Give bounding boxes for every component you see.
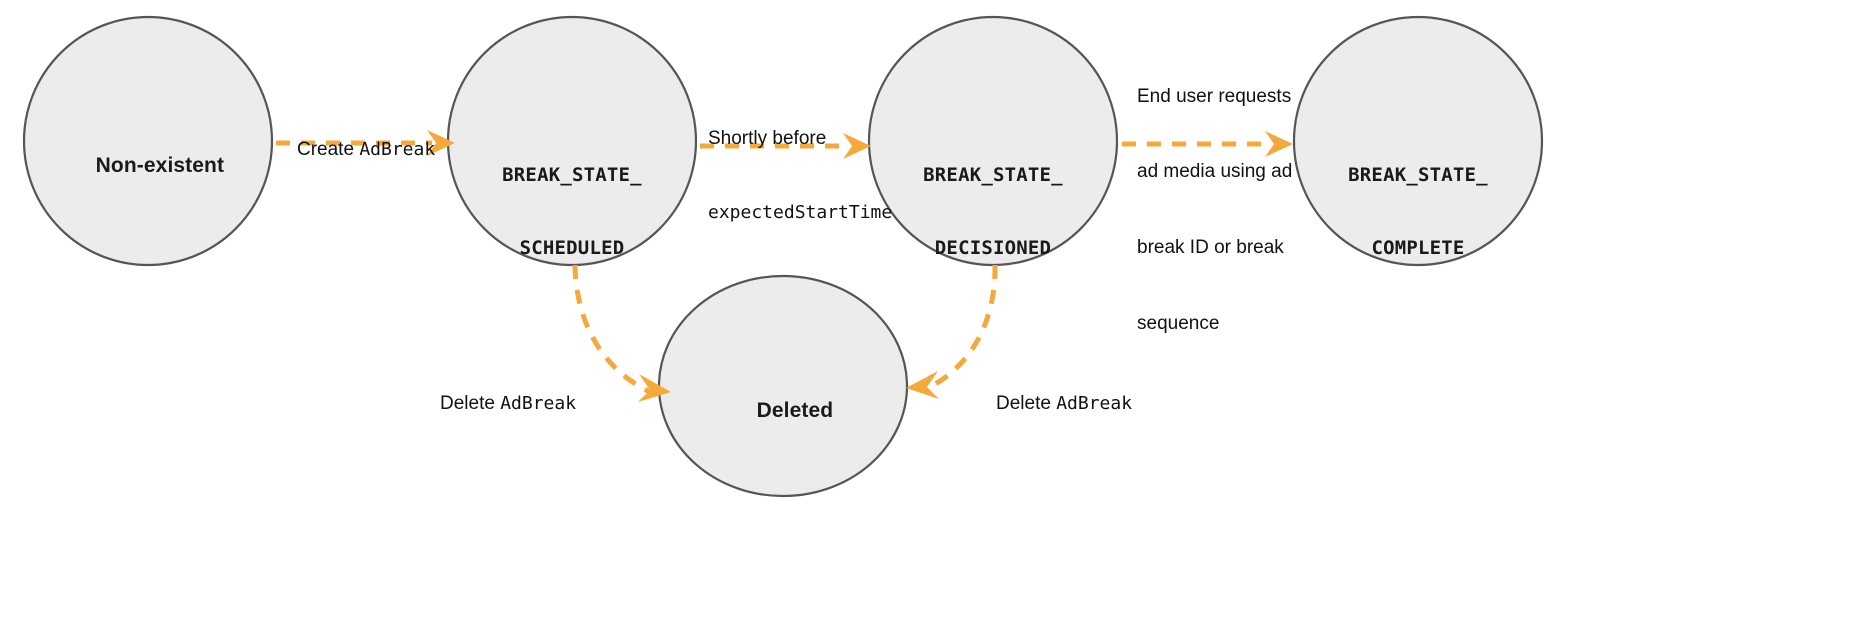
arrowhead-delete-from-scheduled (638, 374, 671, 402)
edge-delete-from-decisioned[interactable] (906, 264, 998, 399)
edge-shortly-before[interactable] (700, 133, 871, 159)
edge-path-delete-from-scheduled (572, 264, 652, 395)
edge-delete-from-scheduled[interactable] (572, 264, 671, 402)
edges-group (276, 130, 1293, 402)
node-shape-break-state-scheduled[interactable] (446, 15, 698, 267)
arrowhead-delete-from-decisioned (906, 371, 939, 399)
edge-path-delete-from-decisioned (926, 264, 998, 391)
node-shapes-group (22, 15, 1544, 498)
edge-create-adbreak[interactable] (276, 130, 455, 156)
node-shape-break-state-complete[interactable] (1292, 15, 1544, 267)
edge-end-user-requests[interactable] (1122, 131, 1293, 157)
node-shape-deleted[interactable] (657, 274, 909, 498)
node-shape-non-existent[interactable] (22, 15, 274, 267)
arrowhead-create-adbreak (427, 130, 455, 156)
arrowhead-shortly-before (843, 133, 871, 159)
node-shape-break-state-decisioned[interactable] (867, 15, 1119, 267)
arrowhead-end-user-requests (1265, 131, 1293, 157)
